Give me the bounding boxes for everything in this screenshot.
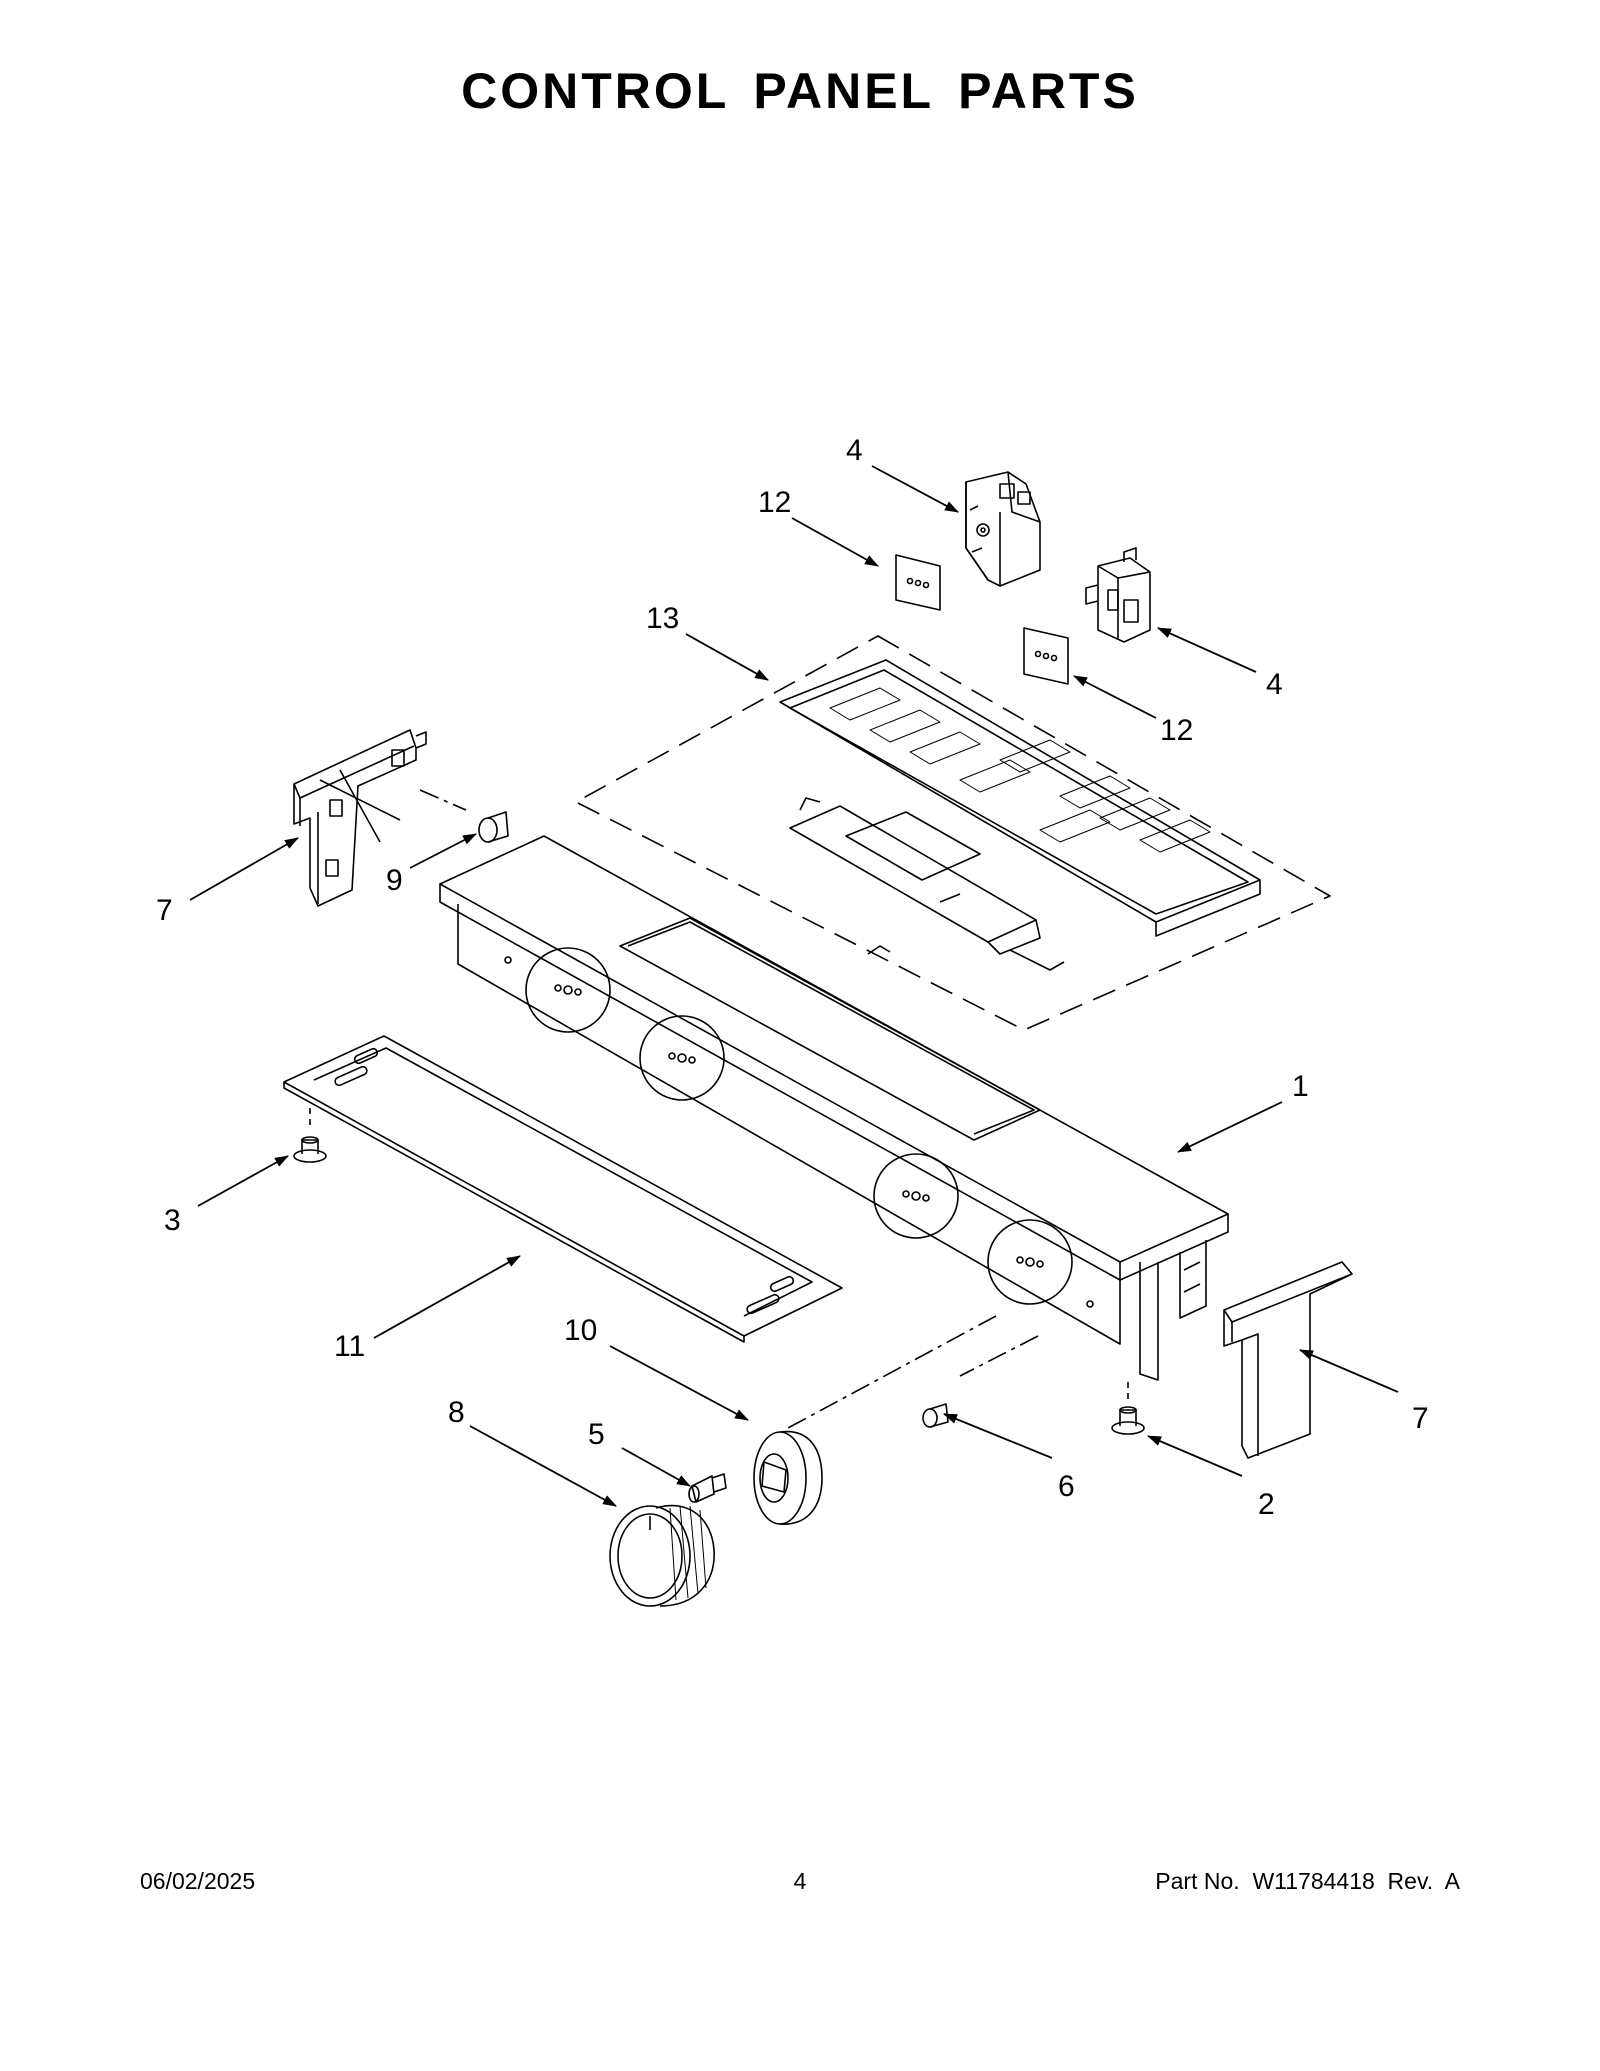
callout-5: 5 [588, 1418, 605, 1451]
callout-7-left: 7 [156, 894, 173, 927]
callout-2: 2 [1258, 1488, 1275, 1521]
end-cap-right [1223, 1261, 1353, 1459]
callout-1: 1 [1292, 1070, 1309, 1103]
screw-9 [478, 811, 509, 843]
knob-shaft-screw [688, 1473, 727, 1503]
touch-control-board [779, 659, 1261, 971]
callout-12-upper: 12 [758, 486, 791, 519]
callout-13: 13 [646, 602, 679, 635]
callout-6: 6 [1058, 1470, 1075, 1503]
callout-10: 10 [564, 1314, 597, 1347]
control-panel-housing [439, 835, 1229, 1381]
callout-3: 3 [164, 1204, 181, 1237]
screw-6 [922, 1403, 949, 1428]
mounting-foot-left [293, 1136, 327, 1163]
selector-switch-upper [965, 471, 1041, 587]
insulator-plate-lower [1023, 627, 1069, 685]
callout-4-lower: 4 [1266, 668, 1283, 701]
callout-9: 9 [386, 864, 403, 897]
ui-assembly-boundary [575, 635, 1331, 1031]
callout-4-upper: 4 [846, 434, 863, 467]
knob-bezel [753, 1430, 823, 1525]
selector-switch-lower [1085, 547, 1151, 643]
mounting-bracket [283, 1035, 843, 1343]
footer-part-number: Part No. W11784418 Rev. A [1155, 1868, 1460, 1894]
callout-12-lower: 12 [1160, 714, 1193, 747]
insulator-plate-upper [895, 554, 941, 611]
callout-11: 11 [334, 1330, 365, 1363]
footer-page-number: 4 [793, 1868, 807, 1894]
page-title: CONTROL PANEL PARTS [461, 63, 1139, 119]
footer-date: 06/02/2025 [140, 1868, 256, 1894]
callout-7-right: 7 [1412, 1402, 1429, 1435]
mounting-foot-right [1111, 1406, 1145, 1435]
end-cap-left [293, 729, 427, 907]
callout-8: 8 [448, 1396, 465, 1429]
control-knob [609, 1504, 715, 1607]
